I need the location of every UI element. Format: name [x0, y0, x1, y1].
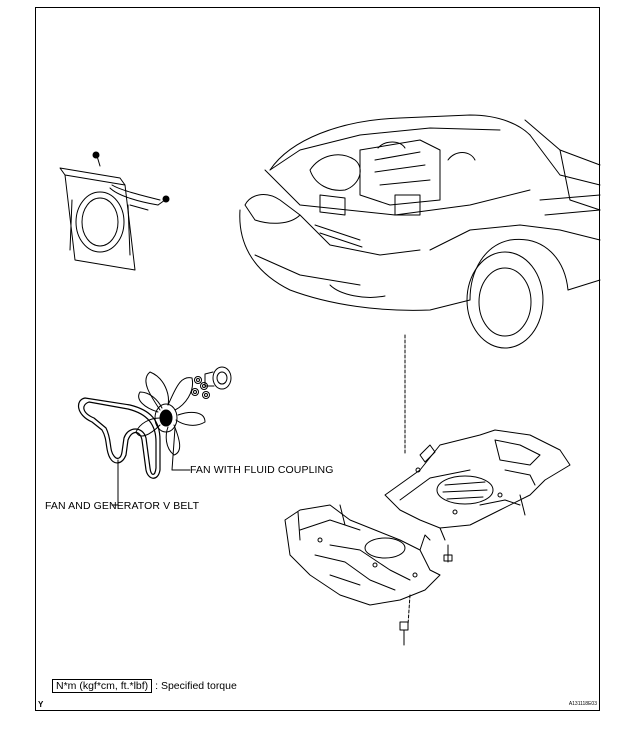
fan-with-fluid-coupling-label: FAN WITH FLUID COUPLING — [190, 464, 334, 476]
nut-icon — [191, 388, 199, 396]
shroud-bolt-icon — [157, 195, 170, 206]
v-belt-drawing — [78, 397, 161, 479]
fan-and-generator-v-belt-label: FAN AND GENERATOR V BELT — [45, 500, 200, 512]
corner-mark: Y — [38, 700, 44, 709]
fluid-coupling-drawing — [204, 366, 232, 390]
fan-drawing — [135, 371, 206, 471]
belt-label-leader — [111, 459, 119, 506]
nut-icon — [202, 391, 210, 399]
vehicle-front-drawing — [239, 114, 601, 349]
torque-legend-text: : Specified torque — [155, 680, 237, 692]
bolt-icon — [399, 621, 409, 646]
torque-unit-box: N*m (kgf*cm, ft.*lbf) — [52, 679, 153, 693]
torque-legend: N*m (kgf*cm, ft.*lbf) : Specified torque — [52, 679, 237, 693]
rear-under-cover-drawing — [384, 429, 571, 541]
nut-icon — [200, 382, 208, 390]
nut-icon — [194, 376, 202, 384]
front-under-cover-drawing — [284, 504, 441, 626]
shroud-bolt-icon — [92, 151, 101, 167]
figure-code: A131118E03 — [568, 701, 597, 707]
diagram-frame — [35, 7, 600, 711]
fan-shroud-drawing — [59, 167, 161, 271]
bolt-icon — [443, 544, 453, 563]
